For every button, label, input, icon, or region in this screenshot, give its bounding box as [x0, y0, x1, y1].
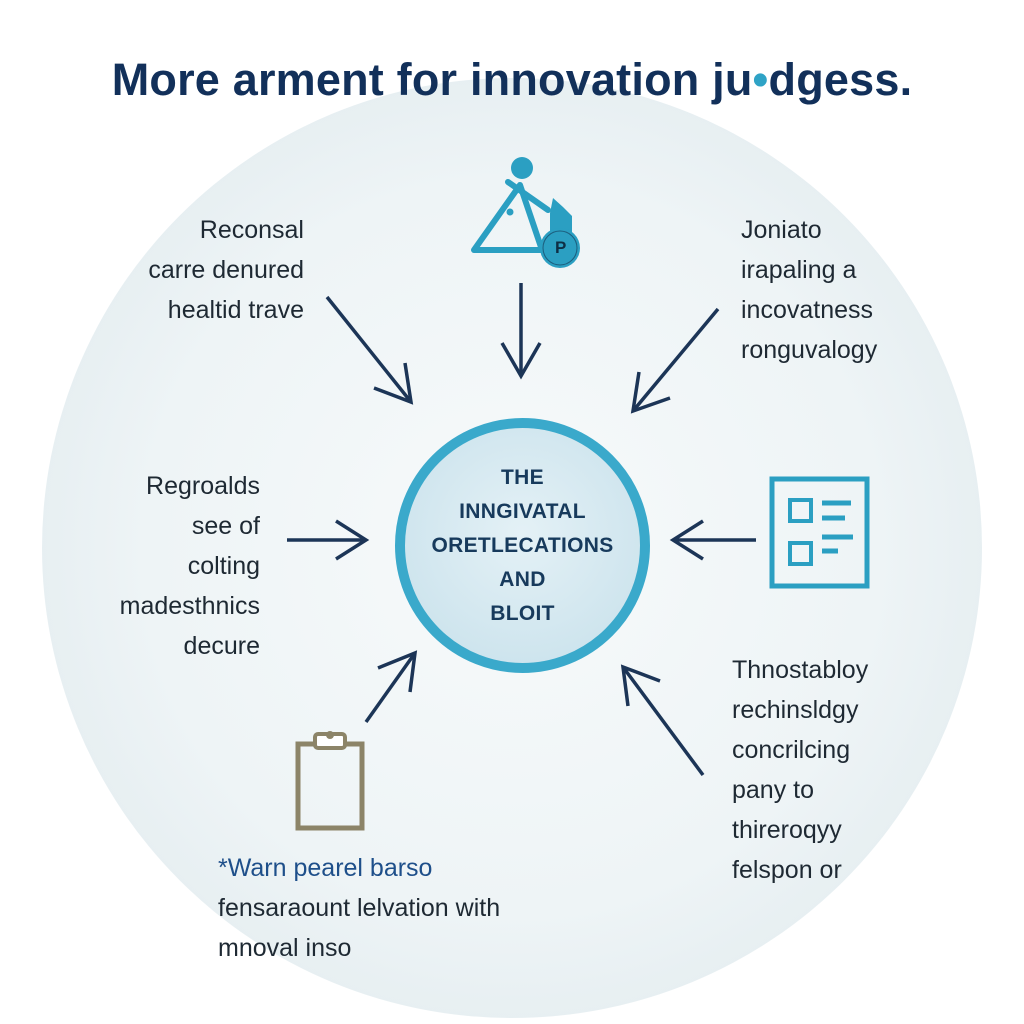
arrow-top-left	[325, 295, 414, 405]
hub-line-5: BLOIT	[490, 601, 555, 625]
hub-line-2: INNGIVATAL	[459, 499, 586, 523]
label-bottom-right-line-1: Thnostabloy	[732, 656, 869, 684]
label-top-right-line-3: incovatness	[741, 296, 874, 324]
label-top-right: Joniato irapaling a incovatness ronguval…	[741, 210, 877, 370]
arrow-top	[500, 283, 542, 380]
checklist-icon	[769, 476, 870, 589]
label-bottom-right-line-2: rechinsldgy	[732, 696, 859, 724]
label-bottom-right: Thnostabloy rechinsldgy concrilcing pany…	[732, 650, 868, 890]
p-badge-text: P	[555, 238, 567, 257]
label-mid-left-line-5: decure	[183, 632, 260, 660]
title-part-2: dgess.	[768, 54, 913, 105]
label-top-left-line-1: Reconsal	[199, 216, 304, 244]
label-bottom-left: *Warn pearel barso fensaraount lelvation…	[218, 848, 500, 968]
label-bottom-right-line-6: felspon or	[732, 856, 842, 884]
label-mid-left: Regroalds see of colting madesthnics dec…	[120, 466, 260, 666]
triangle-people-p-icon	[471, 157, 580, 268]
label-top-right-line-2: irapaling a	[741, 256, 857, 284]
title-dot: •	[752, 54, 769, 105]
arrow-bottom-right	[620, 664, 705, 777]
arrow-top-right	[630, 307, 720, 414]
clipboard-icon	[295, 731, 365, 831]
arrow-mid-right	[669, 519, 756, 561]
label-bottom-left-line-2: fensaraount lelvation with	[218, 894, 501, 922]
hub-line-3: ORETLECATIONS	[431, 533, 614, 557]
label-top-right-line-1: Joniato	[741, 216, 822, 244]
arrow-bottom-left	[364, 650, 418, 724]
hub-line-1: THE	[501, 465, 544, 489]
label-mid-left-line-1: Regroalds	[146, 472, 260, 500]
label-mid-left-line-3: colting	[187, 552, 260, 580]
hub-line-4: AND	[499, 567, 546, 591]
hub-circle: THE INNGIVATAL ORETLECATIONS AND BLOIT	[395, 418, 650, 673]
diagram-title: More arment for innovation ju•dgess.	[0, 54, 1024, 106]
label-bottom-left-line-1: *Warn pearel barso	[218, 854, 433, 882]
arrow-mid-left	[287, 519, 370, 561]
label-top-left: Reconsal carre denured healtid trave	[148, 210, 304, 330]
label-mid-left-line-2: see of	[191, 512, 260, 540]
label-bottom-right-line-3: concrilcing	[732, 736, 851, 764]
label-top-right-line-4: ronguvalogy	[741, 336, 878, 364]
label-bottom-left-line-3: mnoval insо	[218, 934, 352, 962]
title-part-1: More arment for innovation ju	[111, 54, 753, 105]
label-top-left-line-3: healtid trave	[167, 296, 304, 324]
label-mid-left-line-4: madesthnics	[119, 592, 260, 620]
label-bottom-right-line-5: thireroqyy	[732, 816, 842, 844]
label-top-left-line-2: carre denured	[148, 256, 304, 284]
label-bottom-right-line-4: pany to	[732, 776, 815, 804]
